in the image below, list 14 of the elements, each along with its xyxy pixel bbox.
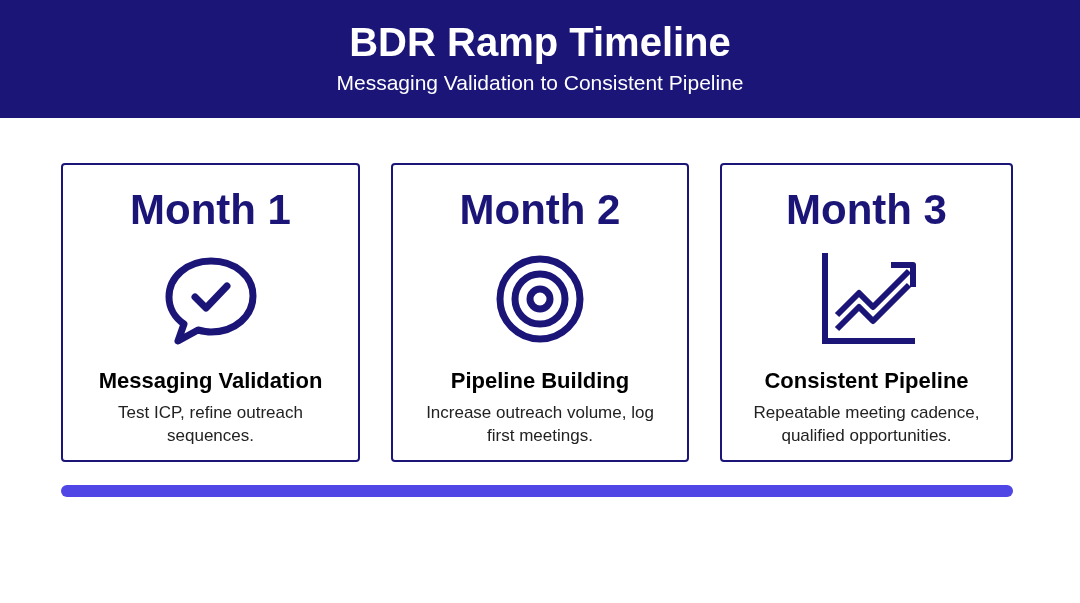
phase-description: Repeatable meeting cadence, qualified opportunities. xyxy=(752,402,981,447)
phase-description: Increase outreach volume, log first meetings. xyxy=(425,402,655,447)
card xyxy=(720,163,1013,462)
phase-heading: Consistent Pipeline xyxy=(763,367,970,395)
title: BDR Ramp Timeline xyxy=(348,19,732,66)
subtitle: Messaging Validation to Consistent Pipeline xyxy=(335,70,745,96)
month-heading: Month 1 xyxy=(129,185,292,235)
phase-description: Test ICP, refine outreach sequences. xyxy=(117,402,304,447)
month-heading: Month 2 xyxy=(458,185,622,235)
card xyxy=(391,163,689,462)
month-heading: Month 3 xyxy=(785,185,948,235)
phase-heading: Messaging Validation xyxy=(97,367,324,395)
phase-heading: Pipeline Building xyxy=(449,367,631,395)
card xyxy=(61,163,360,462)
